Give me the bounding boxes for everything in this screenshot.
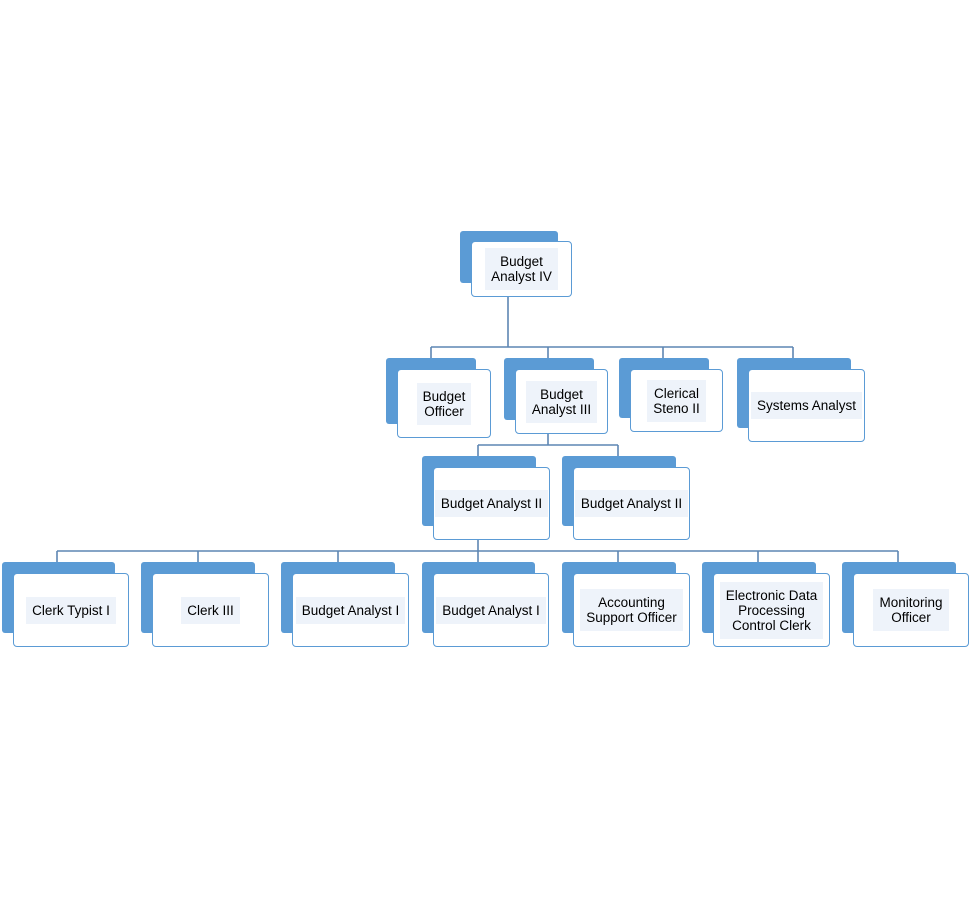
node-label: Budget Analyst II [574, 490, 689, 517]
node-budget-analyst-i-b[interactable]: Budget Analyst I [422, 562, 549, 647]
node-label: Clerk Typist I [26, 596, 116, 624]
node-clerk-iii[interactable]: Clerk III [141, 562, 269, 647]
node-accounting-support-officer[interactable]: Accounting Support Officer [562, 562, 690, 647]
node-label: Budget Analyst III [525, 380, 598, 423]
node-budget-analyst-iv[interactable]: Budget Analyst IV [460, 231, 572, 297]
node-budget-analyst-iii[interactable]: Budget Analyst III [504, 358, 608, 434]
node-label: Clerk III [181, 596, 240, 624]
node-label: Electronic Data Processing Control Clerk [719, 581, 824, 639]
node-label: Accounting Support Officer [580, 589, 683, 631]
node-label: Budget Officer [416, 382, 472, 425]
node-budget-analyst-i-a[interactable]: Budget Analyst I [281, 562, 409, 647]
node-edp-control-clerk[interactable]: Electronic Data Processing Control Clerk [702, 562, 830, 647]
node-clerk-typist-i[interactable]: Clerk Typist I [2, 562, 129, 647]
node-label: Clerical Steno II [647, 379, 706, 422]
node-budget-officer[interactable]: Budget Officer [386, 358, 491, 438]
node-budget-analyst-ii-b[interactable]: Budget Analyst II [562, 456, 690, 540]
node-clerical-steno-ii[interactable]: Clerical Steno II [619, 358, 723, 432]
node-monitoring-officer[interactable]: Monitoring Officer [842, 562, 970, 647]
node-label: Budget Analyst I [295, 596, 406, 624]
node-label: Systems Analyst [750, 392, 863, 419]
node-label: Monitoring Officer [873, 589, 949, 631]
node-systems-analyst[interactable]: Systems Analyst [737, 358, 865, 442]
node-label: Budget Analyst II [434, 490, 549, 517]
node-budget-analyst-ii-a[interactable]: Budget Analyst II [422, 456, 550, 540]
node-label: Budget Analyst I [436, 596, 546, 624]
node-label: Budget Analyst IV [485, 248, 558, 290]
